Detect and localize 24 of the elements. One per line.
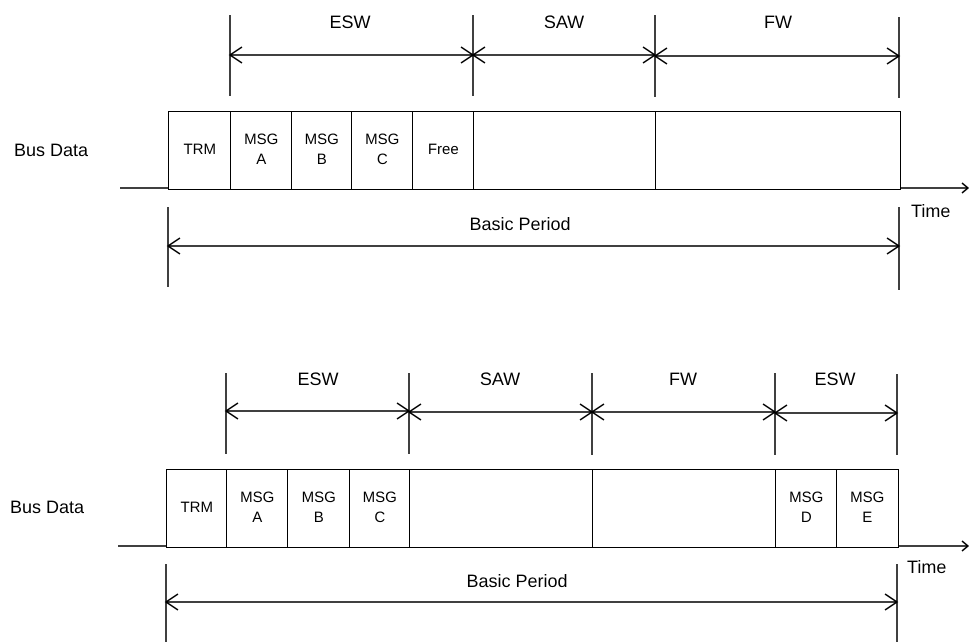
diagram-label: Basic Period xyxy=(469,213,571,235)
message-slot: MSG C xyxy=(351,111,414,190)
diagram-label: ESW xyxy=(814,368,856,390)
message-slot: MSG A xyxy=(226,469,288,548)
diagram-label: Bus Data xyxy=(14,139,88,161)
diagram-label: Time xyxy=(911,200,950,222)
diagram-label: FW xyxy=(764,11,792,33)
message-slot: MSG C xyxy=(349,469,410,548)
diagram-label: ESW xyxy=(330,11,370,33)
message-slot: MSG B xyxy=(287,469,350,548)
message-slot: Free xyxy=(412,111,474,190)
diagram-label: Basic Period xyxy=(466,570,568,592)
diagram-label: ESW xyxy=(298,368,338,390)
diagram-label: FW xyxy=(669,368,697,390)
message-slot: MSG E xyxy=(836,469,898,548)
message-slot: MSG B xyxy=(291,111,352,190)
diagram-label: SAW xyxy=(544,11,584,33)
diagram-label: Bus Data xyxy=(10,496,84,518)
diagram-label: Time xyxy=(907,556,946,578)
message-slot: MSG A xyxy=(230,111,292,190)
message-slot: TRM xyxy=(166,469,228,548)
message-slot: TRM xyxy=(168,111,232,190)
diagram-label: SAW xyxy=(480,368,520,390)
message-slot: MSG D xyxy=(775,469,838,548)
